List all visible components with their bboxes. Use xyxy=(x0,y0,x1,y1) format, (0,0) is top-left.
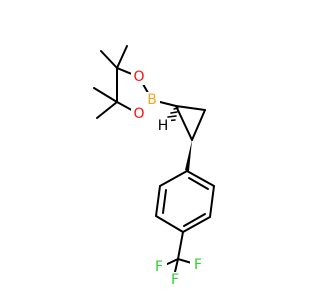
bond-methyl-4 xyxy=(96,101,118,119)
bond-ring-cf3 xyxy=(177,231,184,260)
ring-double-3 xyxy=(162,189,167,214)
ring-bond-5 xyxy=(155,185,161,217)
bond-c-f-bottom xyxy=(174,258,179,273)
fluorine-left-label: F xyxy=(155,259,163,275)
fluorine-right-label: F xyxy=(194,257,202,273)
boron-label: B xyxy=(147,92,157,108)
hydrogen-label: H xyxy=(158,118,169,134)
hash-line-2 xyxy=(170,111,178,114)
ring-bond-6 xyxy=(159,170,188,187)
ring-bond-1 xyxy=(186,170,215,187)
bond-methyl-3 xyxy=(93,87,118,103)
ring-bond-2 xyxy=(209,185,215,218)
bond-methyl-2 xyxy=(116,45,128,69)
bond-c1-c3 xyxy=(175,105,193,141)
bond-c1-c2 xyxy=(175,105,206,111)
hash-line-1 xyxy=(173,107,179,110)
oxygen-lower-label: O xyxy=(133,106,144,122)
ring-bond-3 xyxy=(182,216,211,233)
oxygen-upper-label: O xyxy=(133,69,144,85)
molecule-svg: B O O H F F F xyxy=(93,45,215,288)
bond-c2-c3 xyxy=(191,109,206,141)
ring-double-2 xyxy=(183,213,206,227)
ring-bond-4 xyxy=(155,215,184,233)
ring-double-1 xyxy=(188,177,209,190)
molecule-structure-canvas: B O O H F F F xyxy=(93,45,215,288)
atom-labels: B O O H F F F xyxy=(131,69,206,288)
hash-line-3 xyxy=(167,115,177,118)
benzene-ring xyxy=(155,170,215,233)
fluorine-bottom-label: F xyxy=(171,272,179,288)
wedge-bond-aryl xyxy=(185,140,192,171)
bond-methyl-1 xyxy=(100,50,118,69)
